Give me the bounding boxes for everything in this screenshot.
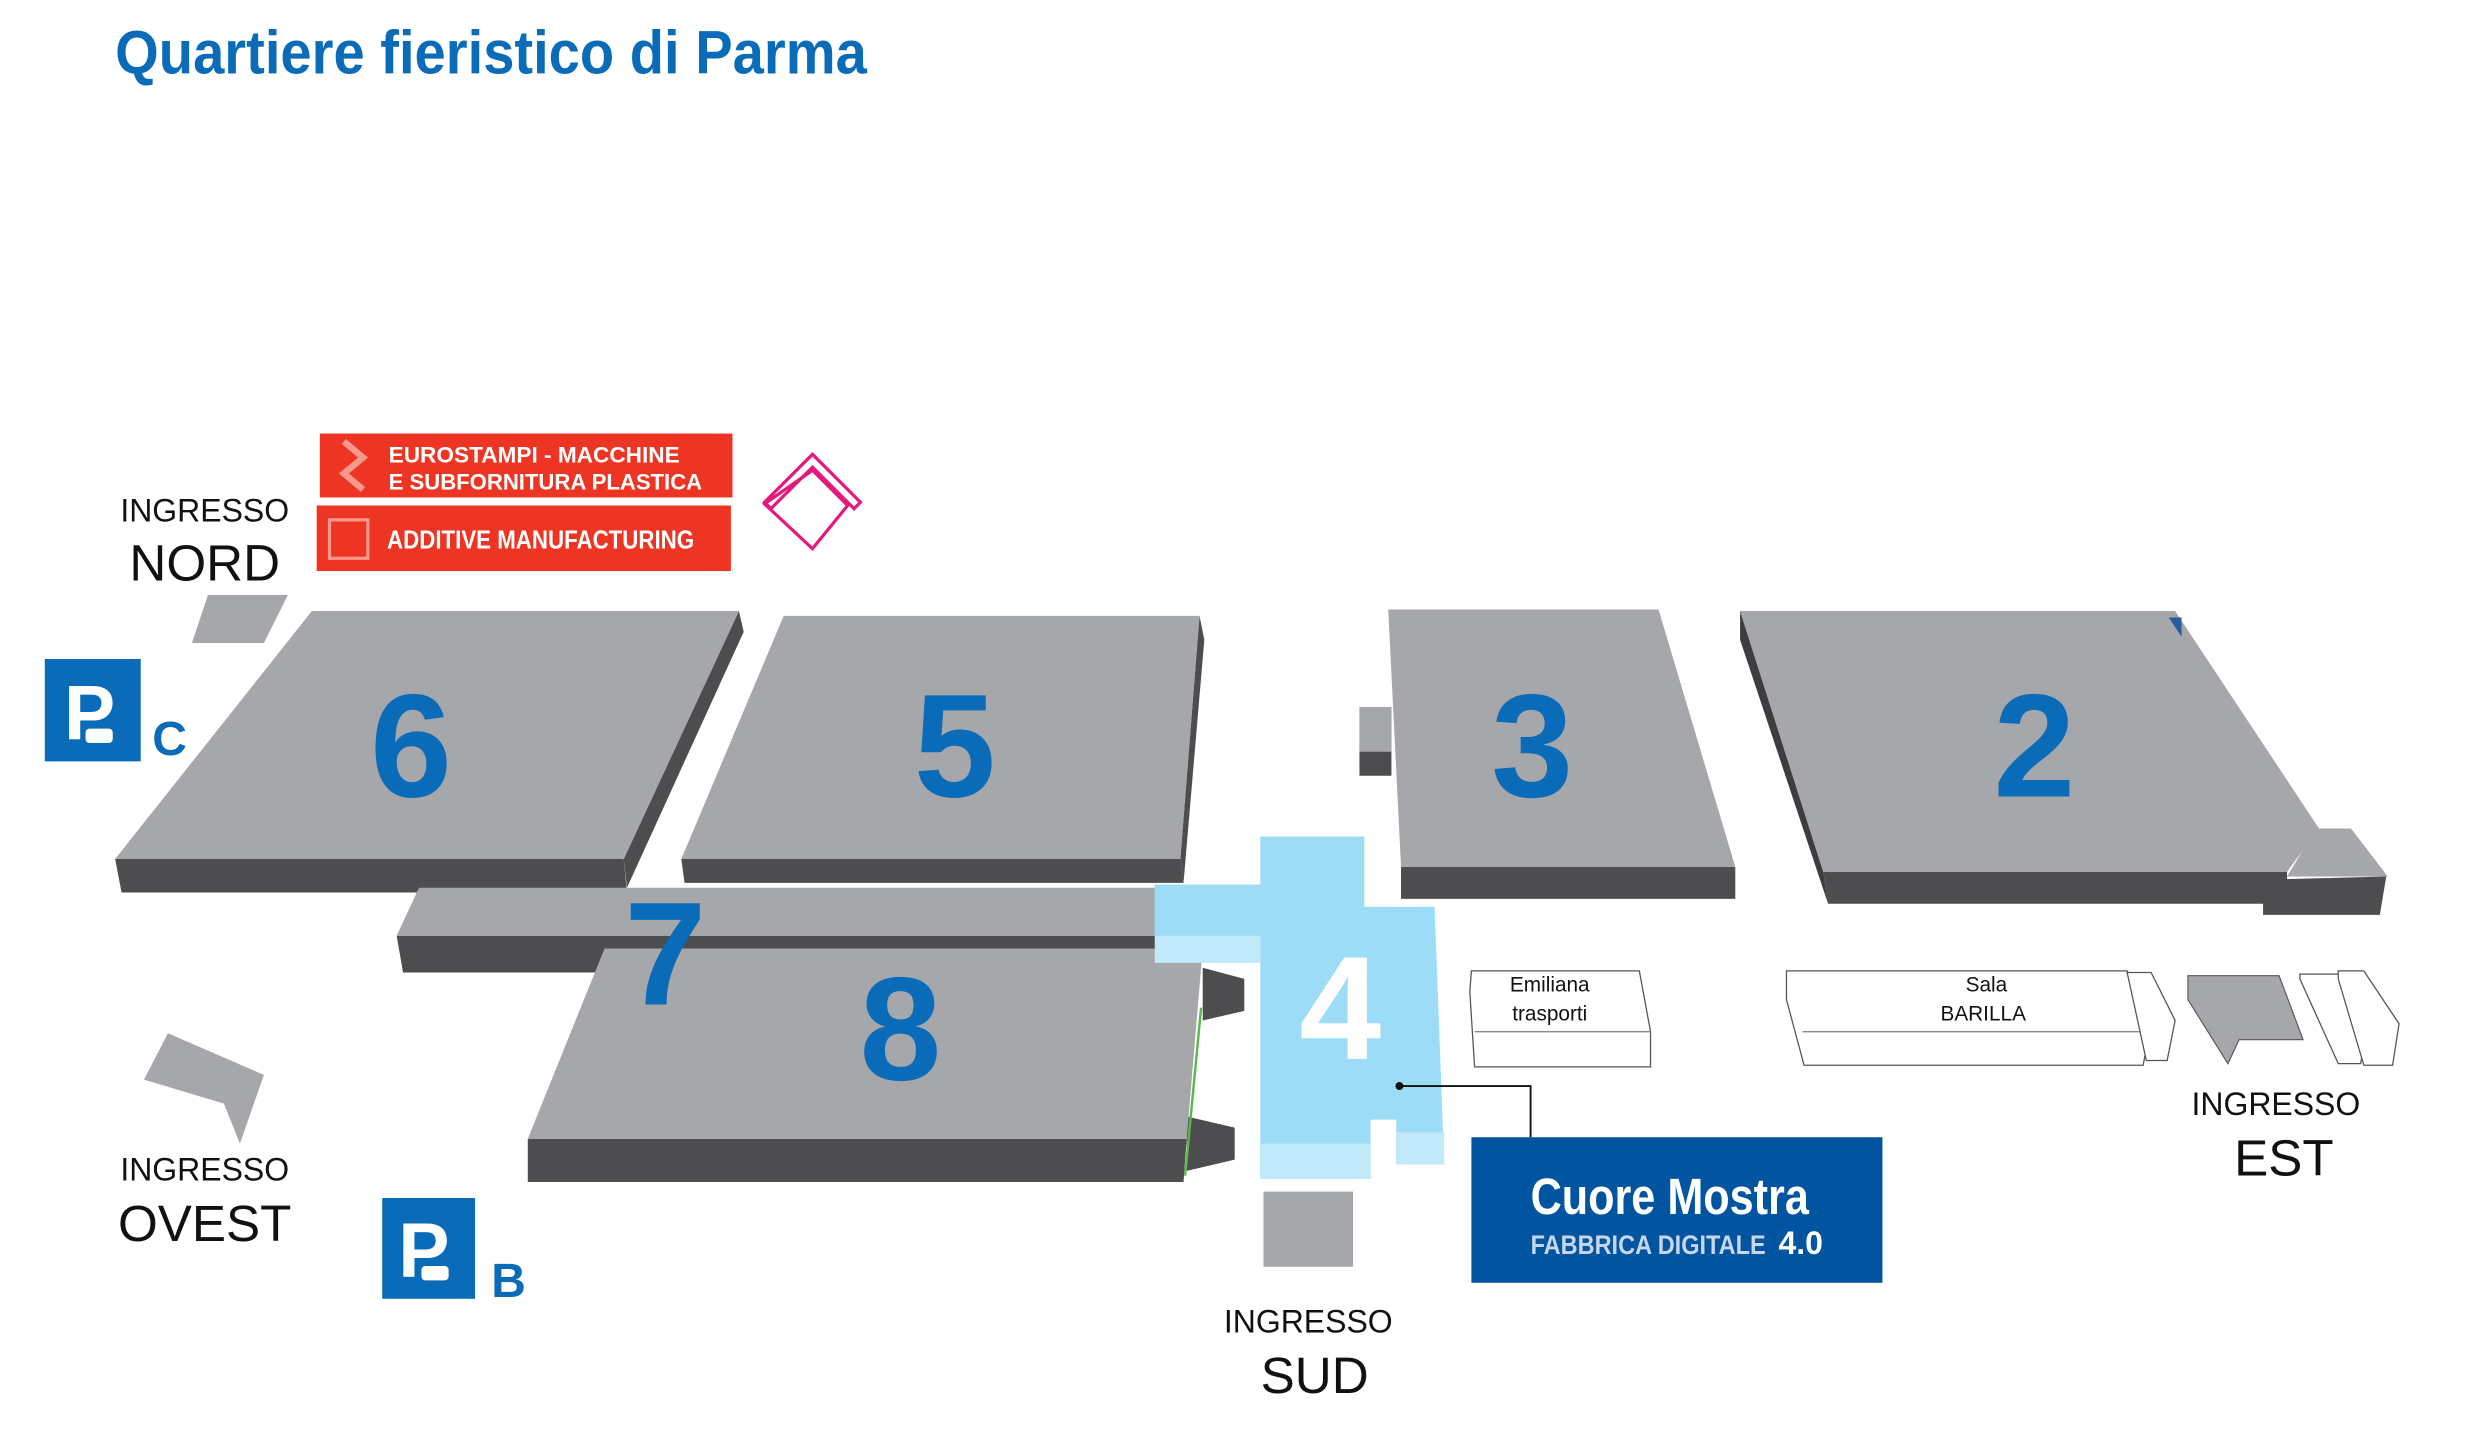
parking-c-letter: C	[152, 713, 187, 766]
callout-line	[1399, 1085, 1532, 1138]
pink-diamond-logo-icon	[761, 452, 863, 552]
ingresso-ovest-name: OVEST	[118, 1195, 291, 1252]
eurostampi-line1: EUROSTAMPI - MACCHINE	[389, 442, 680, 467]
ingresso-est-top: INGRESSO	[2191, 1086, 2360, 1122]
hall-4-label: 4	[1299, 927, 1381, 1091]
hall-5-label: 5	[914, 665, 996, 829]
cuore-version: 4.0	[1778, 1225, 1822, 1261]
cuore-subtitle: FABBRICA DIGITALE	[1531, 1229, 1766, 1260]
sala-barilla[interactable]: Sala BARILLA	[1785, 970, 2176, 1066]
hall-6-label: 6	[370, 665, 452, 829]
hall-3-label: 3	[1491, 665, 1573, 829]
emiliana-line2: trasporti	[1512, 1002, 1587, 1025]
additive-label: ADDITIVE MANUFACTURING	[387, 527, 694, 555]
car-icon	[419, 1264, 451, 1282]
additive-banner[interactable]: ADDITIVE MANUFACTURING	[316, 505, 731, 572]
ingresso-nord-top: INGRESSO	[120, 492, 289, 528]
parking-c[interactable]: P C	[44, 659, 187, 766]
eurostampi-logo-icon	[338, 439, 369, 492]
emiliana-trasporti[interactable]: Emiliana trasporti	[1469, 970, 1652, 1068]
ingresso-sud-top: INGRESSO	[1224, 1303, 1393, 1339]
ingresso-ovest[interactable]: INGRESSO OVEST	[118, 1033, 291, 1252]
ingresso-ovest-top: INGRESSO	[120, 1151, 289, 1187]
hall-6[interactable]: 6	[115, 611, 744, 893]
eurostampi-banner[interactable]: EUROSTAMPI - MACCHINE E SUBFORNITURA PLA…	[319, 433, 733, 498]
ingresso-sud[interactable]: INGRESSO SUD	[1224, 1191, 1393, 1405]
ingresso-sud-name: SUD	[1261, 1347, 1369, 1404]
car-icon	[83, 726, 115, 745]
parking-b-letter: B	[491, 1255, 526, 1308]
ingresso-nord[interactable]: INGRESSO NORD	[120, 492, 289, 644]
hall-4[interactable]: 4	[1154, 836, 1445, 1179]
hall-5[interactable]: 5	[681, 615, 1205, 883]
page-title: Quartiere fieristico di Parma	[115, 19, 868, 87]
cube-icon	[327, 518, 370, 560]
hall-8[interactable]: 8	[527, 948, 1245, 1183]
hall-2[interactable]: 2	[1740, 611, 2388, 915]
sala-line1: Sala	[1966, 974, 2008, 997]
ingresso-nord-name: NORD	[129, 535, 280, 592]
hall-8-label: 8	[860, 948, 942, 1112]
eurostampi-line2: E SUBFORNITURA PLASTICA	[389, 469, 702, 494]
ingresso-est[interactable]: INGRESSO EST	[2187, 970, 2400, 1187]
ingresso-est-name: EST	[2234, 1130, 2334, 1187]
cuore-mostra-box[interactable]: Cuore Mostra FABBRICA DIGITALE 4.0	[1471, 1137, 1883, 1283]
cuore-title: Cuore Mostra	[1531, 1168, 1810, 1225]
sala-line2: BARILLA	[1940, 1002, 2026, 1025]
callout-dot	[1395, 1082, 1404, 1091]
emiliana-line1: Emiliana	[1510, 974, 1590, 997]
parking-b[interactable]: P B	[382, 1198, 526, 1308]
hall-2-label: 2	[1993, 665, 2075, 829]
hall-3[interactable]: 3	[1359, 609, 1736, 899]
hall-7-label: 7	[624, 872, 706, 1036]
